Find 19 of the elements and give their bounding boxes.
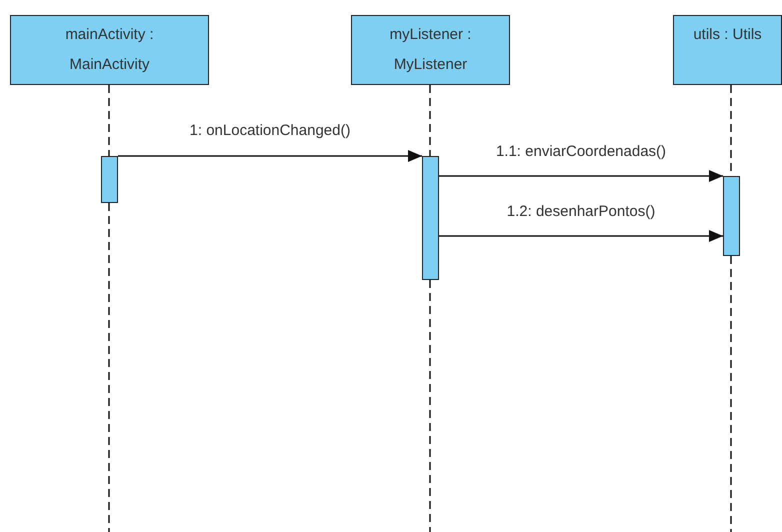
lifeline-name: mainActivity : MainActivity bbox=[64, 25, 155, 75]
lifeline-name: utils : Utils bbox=[693, 25, 762, 45]
message-arrow bbox=[439, 170, 723, 182]
lifeline-head bbox=[10, 15, 209, 85]
message-label: 1: onLocationChanged() bbox=[188, 122, 352, 140]
activation-bar bbox=[422, 156, 439, 280]
lifeline-name: myListener : MyListener bbox=[388, 25, 472, 75]
lifeline bbox=[429, 280, 431, 532]
activation-bar bbox=[723, 176, 740, 256]
lifeline-head bbox=[673, 15, 782, 85]
lifeline bbox=[108, 203, 110, 532]
lifeline bbox=[108, 85, 110, 156]
lifeline-head bbox=[351, 15, 510, 85]
message-label: 1.2: desenharPontos() bbox=[504, 203, 658, 221]
lifeline bbox=[730, 256, 732, 532]
activation-bar bbox=[101, 156, 118, 203]
lifeline bbox=[429, 85, 431, 156]
message-arrow bbox=[118, 150, 422, 162]
message-arrow bbox=[439, 230, 723, 242]
